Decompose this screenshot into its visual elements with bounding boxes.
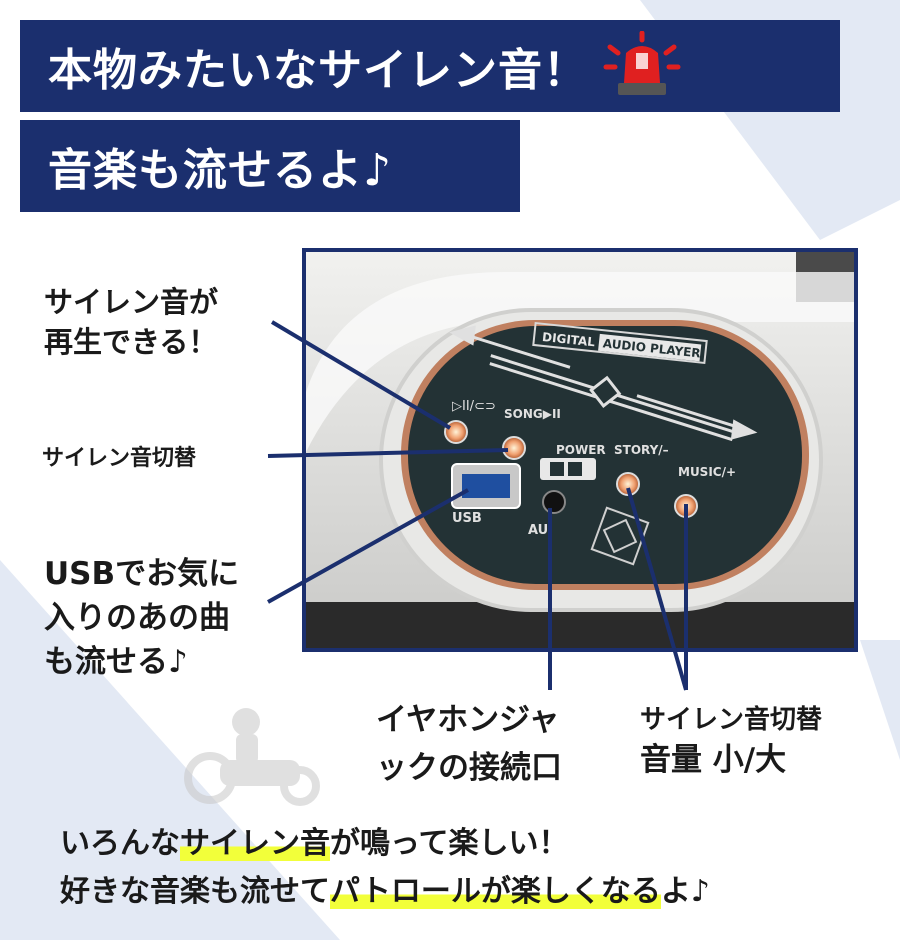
callout-siren-switch: サイレン音切替 [42, 446, 197, 471]
story-label: STORY/– [614, 443, 669, 457]
callout-volume: サイレン音切替 音量 小/大 [640, 705, 823, 778]
callout-earphone-jack: イヤホンジャ ックの接続口 [376, 702, 562, 786]
kid-riding-illustration [184, 708, 320, 806]
btn-loop-label: ▷II/⊂⊃ [452, 399, 496, 414]
aux-label: AU [528, 523, 548, 538]
callout-usb: USBでお気に 入りのあの曲 も流せる♪ [44, 556, 240, 680]
tagline-line2: 好きな音楽も流せてパトロールが楽しくなるよ♪ [60, 874, 711, 909]
bottom-tagline: いろんなサイレン音が鳴って楽しい！ 好きな音楽も流せてパトロールが楽しくなるよ♪ [60, 820, 710, 916]
music-label: MUSIC/+ [678, 465, 736, 479]
usb-label: USB [452, 511, 482, 526]
highlight-patrol: パトロールが楽しくなる [330, 874, 661, 909]
panel-title-digital: DIGITAL [541, 330, 595, 349]
highlight-siren: サイレン音 [180, 826, 330, 861]
callout-siren-play: サイレン音が 再生できる！ [44, 285, 219, 359]
headline-line1: 本物みたいなサイレン音！ [48, 45, 588, 96]
tagline-line1: いろんなサイレン音が鳴って楽しい！ [60, 826, 569, 861]
power-label: POWER [556, 443, 606, 457]
headline-banner-2: 音楽も流せるよ♪ [20, 120, 520, 212]
btn-song-label: SONG▶II [504, 407, 561, 421]
audio-panel-photo: DIGITAL AUDIO PLAYER ▷II/⊂⊃ SONG▶II POWE… [302, 248, 858, 652]
siren-light-icon [602, 30, 682, 101]
headline-banner-1: 本物みたいなサイレン音！ [20, 20, 840, 112]
headline-line2: 音楽も流せるよ♪ [48, 145, 393, 196]
